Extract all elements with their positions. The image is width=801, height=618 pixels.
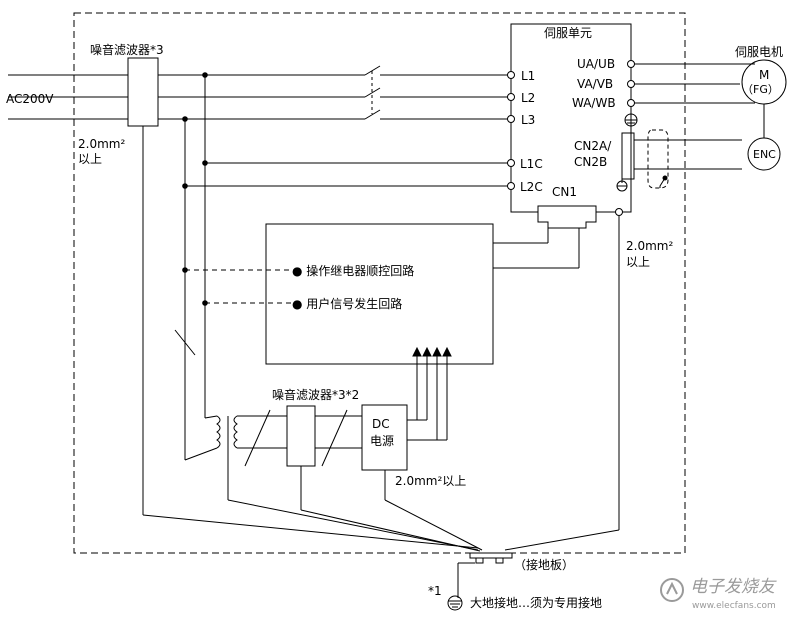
dc-label-1: DC	[372, 417, 390, 431]
terminal-l1c: L1C	[520, 157, 543, 171]
dc-label-2: 电源	[370, 434, 394, 448]
cn2-label-2: CN2B	[574, 155, 607, 169]
servo-motor-title: 伺服电机	[735, 45, 783, 59]
terminal-ua-ub: UA/UB	[577, 57, 615, 71]
note-star1: *1	[428, 584, 442, 598]
terminal-va-vb: VA/VB	[577, 77, 613, 91]
wire-size-left-label-2: 以上	[78, 152, 102, 166]
cn2-connector	[616, 129, 781, 192]
watermark-url: www.elecfans.com	[692, 601, 776, 611]
terminal-l1: L1	[521, 69, 535, 83]
ac-input-label: AC200V	[6, 92, 54, 106]
wire-size-right-label-2: 以上	[626, 255, 650, 269]
cn1-connector	[492, 205, 623, 530]
ground-plate	[447, 552, 513, 611]
enclosure-border	[73, 12, 686, 554]
motor-fg-label: （FG）	[742, 83, 779, 96]
bottom-power-chain	[142, 126, 408, 515]
noise-filter-top-label: 噪音滤波器*3	[90, 42, 164, 57]
servo-input-terminals	[507, 71, 515, 190]
earth-ground-label: 大地接地…须为专用接地	[470, 595, 602, 610]
control-circuit-box	[265, 223, 494, 365]
ground-plate-label: （接地板）	[514, 557, 574, 572]
servo-unit-title: 伺服单元	[544, 26, 592, 40]
wire-size-bottom-label: 2.0mm²以上	[395, 474, 466, 488]
motor-m-label: M	[759, 68, 769, 82]
cn2-label-1: CN2A/	[574, 139, 612, 153]
power-lines	[8, 65, 511, 460]
terminal-l2c: L2C	[520, 180, 543, 194]
terminal-l2: L2	[521, 91, 535, 105]
noise-filter-bottom-label: 噪音滤波器*3*2	[272, 387, 359, 402]
dc-output-arrows	[407, 346, 452, 441]
junction-dots	[182, 72, 208, 306]
noise-filter-top	[127, 57, 159, 127]
cn1-label: CN1	[552, 185, 577, 199]
wire-size-left-label: 2.0mm²	[78, 137, 125, 151]
servo-motor-circle	[741, 59, 787, 105]
encoder-label: ENC	[753, 148, 776, 161]
watermark-logo-text: 电子发烧友	[690, 577, 777, 597]
ground-wires	[142, 499, 620, 552]
relay-circuit-label: ● 操作继电器顺控回路	[292, 263, 414, 278]
watermark: 电子发烧友 www.elecfans.com	[660, 577, 777, 611]
terminal-wa-wb: WA/WB	[572, 96, 616, 110]
servo-output-terminals	[624, 60, 755, 127]
wire-size-right-label: 2.0mm²	[626, 239, 673, 253]
user-signal-circuit-label: ● 用户信号发生回路	[292, 296, 402, 311]
terminal-l3: L3	[521, 113, 535, 127]
